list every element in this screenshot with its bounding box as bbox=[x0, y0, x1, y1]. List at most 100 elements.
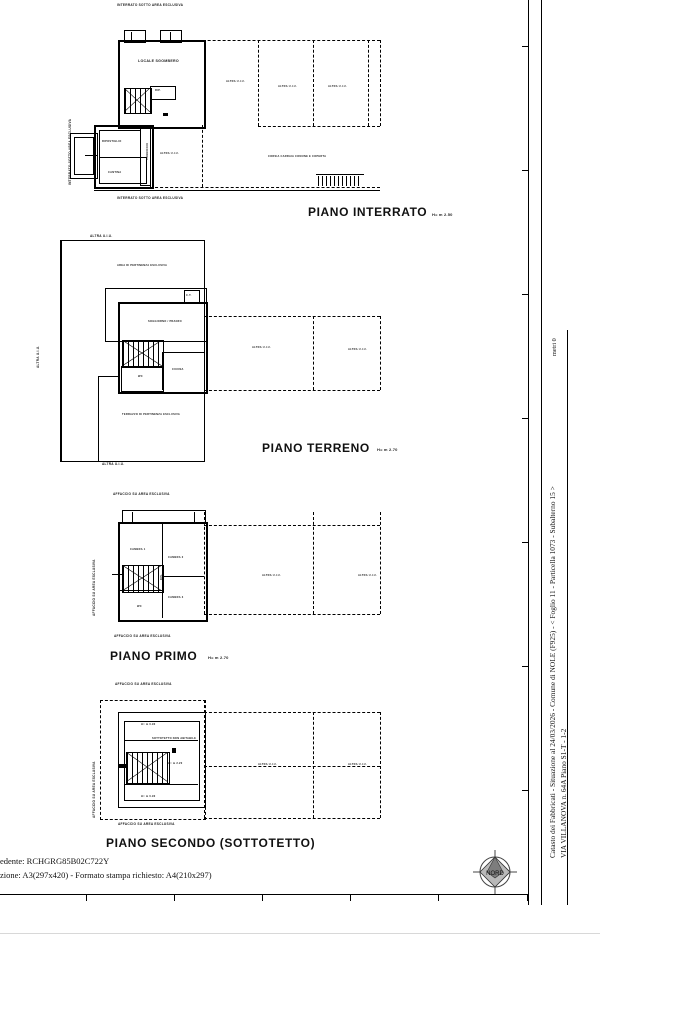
scale-bar-tick bbox=[262, 894, 263, 901]
bay-divider bbox=[150, 187, 380, 188]
cantina-outline bbox=[99, 157, 147, 184]
plan-interrato-title: PIANO INTERRATO bbox=[308, 205, 428, 219]
plan-terreno-title: PIANO TERRENO bbox=[262, 441, 370, 455]
ramp-hatch bbox=[318, 176, 362, 186]
frame-tick bbox=[522, 170, 529, 171]
height-note-220: H= m 2.20 bbox=[168, 762, 183, 765]
room-label-altra-uiu: ALTRA U.I.U. bbox=[226, 80, 245, 83]
room-label-altra-uiu: ALTRA U.I.U. bbox=[348, 348, 367, 351]
ripostiglio-room bbox=[150, 86, 176, 100]
bay-divider bbox=[204, 712, 380, 713]
plan-terreno-top-label: ALTRA U.I.U. bbox=[90, 234, 113, 238]
room-label-altra-uiu: ALTRA U.I.U. bbox=[328, 85, 347, 88]
plan-primo-bottom-label: AFFACCIO SU AREA ESCLUSIVA bbox=[114, 634, 171, 638]
page-edge-line bbox=[0, 933, 600, 934]
plan-primo-top-label: AFFACCIO SU AREA ESCLUSIVA bbox=[113, 492, 170, 496]
plan-primo-title: PIANO PRIMO bbox=[110, 649, 198, 663]
room-label-cantina: CANTINA bbox=[108, 171, 122, 174]
bay-divider bbox=[313, 512, 314, 614]
plan-terreno-left-label: ALTRA U.I.U. bbox=[36, 345, 40, 368]
room-label-altra-uiu: ALTRA U.I.U. bbox=[258, 763, 277, 766]
frame-tick bbox=[522, 666, 529, 667]
ramp-edge bbox=[316, 174, 364, 175]
plan-primo-left-label: AFFACCIO SU AREA ESCLUSIVA bbox=[92, 559, 96, 616]
staircase-direction bbox=[122, 340, 162, 366]
room-label-wc: WC bbox=[138, 375, 143, 378]
room-label-rip: RIP. bbox=[155, 89, 161, 92]
bay-divider bbox=[204, 700, 205, 818]
fixture bbox=[172, 748, 176, 753]
room-label-camera-2: CAMERA 2 bbox=[168, 556, 184, 559]
room-label-altra-uiu: ALTRA U.I.U. bbox=[348, 763, 367, 766]
scale-bar-tick bbox=[86, 894, 87, 901]
bay-divider bbox=[204, 766, 380, 767]
room-label-locale-sgombero: LOCALE SGOMBERO bbox=[138, 59, 179, 63]
roof-projection bbox=[160, 30, 182, 43]
interior-wall bbox=[162, 576, 204, 577]
annex-projection bbox=[70, 133, 98, 179]
room-label-altra-uiu: ALTRA U.I.U. bbox=[262, 574, 281, 577]
plan-terreno-height: H= m 2.70 bbox=[377, 447, 398, 452]
height-note-090-top: H= m 0.90 bbox=[141, 723, 156, 726]
plan-secondo-left-label: AFFACCIO SU AREA ESCLUSIVA bbox=[92, 761, 96, 818]
room-label-terrazzo: TERRAZZO DI PERTINENZA ESCLUSIVA bbox=[122, 413, 181, 416]
fixture bbox=[163, 113, 168, 116]
plan-interrato-top-label: INTERRATO SOTTO AREA ESCLUSIVA bbox=[117, 3, 184, 7]
ct-room-outline bbox=[184, 290, 200, 304]
bay-divider bbox=[150, 125, 151, 187]
plan-interrato-height: H= m 2.50 bbox=[432, 212, 453, 217]
room-label-area-pertinenza: AREA DI PERTINENZA ESCLUSIVA bbox=[117, 264, 168, 267]
building-outline bbox=[118, 522, 208, 622]
projection-tick bbox=[170, 32, 171, 40]
staircase-direction bbox=[126, 752, 168, 782]
bay-divider bbox=[204, 512, 205, 614]
svg-text:NORD: NORD bbox=[486, 871, 504, 877]
building-outline bbox=[118, 302, 208, 394]
height-note-090-bottom: H= m 0.90 bbox=[141, 795, 156, 798]
building-outline bbox=[118, 712, 206, 808]
bay-divider bbox=[380, 316, 381, 390]
room-label-altra-uiu: ALTRA U.I.U. bbox=[278, 85, 297, 88]
scale-bar-tick bbox=[438, 894, 439, 901]
envelope-line bbox=[368, 40, 369, 126]
lower-boundary bbox=[94, 190, 380, 191]
footer-line-2: zione: A3(297x420) - Formato stampa rich… bbox=[0, 870, 212, 880]
bay-divider bbox=[380, 512, 381, 614]
bay-divider bbox=[204, 525, 380, 526]
frame-rule bbox=[528, 0, 529, 905]
lot-boundary bbox=[60, 240, 205, 241]
bay-divider bbox=[204, 302, 205, 390]
frame-rule bbox=[541, 0, 542, 905]
plan-secondo-bottom-label: AFFACCIO SU AREA ESCLUSIVA bbox=[118, 822, 175, 826]
room-label-camera-1: CAMERA 1 bbox=[130, 548, 146, 551]
lot-boundary bbox=[60, 461, 205, 462]
bay-divider bbox=[202, 125, 203, 187]
height-contour bbox=[124, 740, 198, 741]
frame-tick bbox=[522, 418, 529, 419]
room-label-cucina: CUCINA bbox=[172, 368, 184, 371]
staircase-direction bbox=[122, 565, 162, 591]
room-label-wc: WC bbox=[137, 605, 142, 608]
room-label-altra-uiu: ALTRA U.I.U. bbox=[252, 346, 271, 349]
room-label-altra-uiu: ALTRA U.I.U. bbox=[160, 152, 179, 155]
room-label-soggiorno-pranzo: SOGGIORNO / PRANZO bbox=[148, 320, 182, 323]
landing-edge bbox=[112, 574, 122, 575]
roof-projection bbox=[124, 30, 146, 43]
interior-wall bbox=[162, 352, 204, 353]
room-label-camera-3: CAMERA 3 bbox=[168, 596, 184, 599]
bay-divider bbox=[313, 712, 314, 818]
building-outline bbox=[118, 40, 206, 129]
bay-divider bbox=[204, 316, 380, 317]
frame-tick bbox=[522, 542, 529, 543]
cadastral-reference-line-1: Catasto dei Fabbricati - Situazione al 2… bbox=[548, 486, 557, 858]
envelope-line bbox=[380, 40, 381, 126]
room-label-corsia-carraia: CORSIA CARRAIA COMUNE E COPERTA bbox=[268, 155, 327, 158]
compass-rose-icon: NORD bbox=[470, 848, 520, 901]
room-label-ct: C.T. bbox=[186, 294, 192, 297]
interior-wall bbox=[162, 352, 163, 390]
terrace-boundary bbox=[98, 376, 120, 377]
staircase-direction bbox=[124, 88, 150, 112]
scale-bar-tick bbox=[350, 894, 351, 901]
plan-secondo-title: PIANO SECONDO (SOTTOTETTO) bbox=[106, 836, 316, 850]
